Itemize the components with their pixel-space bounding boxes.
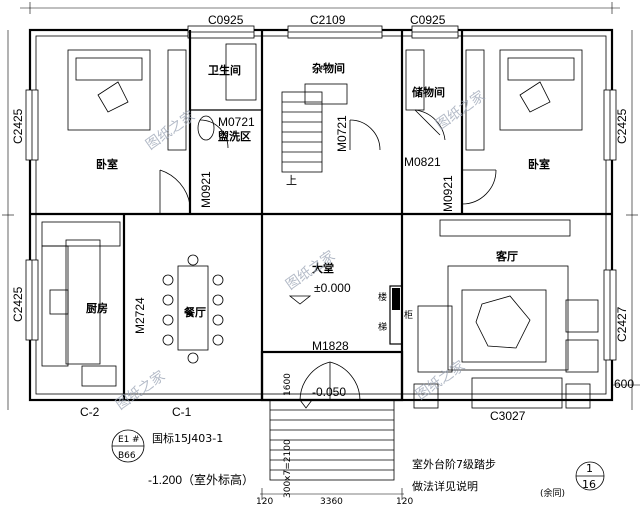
standard-note: 国标15J403-1 xyxy=(152,431,223,445)
steps-note: 室外台阶7级踏步 xyxy=(412,457,496,471)
room-laundry: 盥洗区 xyxy=(218,129,251,143)
door-storage-label: M0721 xyxy=(335,115,349,152)
right-window-lower: C2427 xyxy=(615,306,629,342)
detail-ref-bottom: B66 xyxy=(118,451,136,461)
watermark-4: 图纸之家 xyxy=(113,367,169,413)
top-window-center: C2109 xyxy=(310,13,346,27)
room-bedroom-right: 卧室 xyxy=(528,157,550,171)
steps-note-2: 做法详见说明 xyxy=(412,479,478,493)
furniture xyxy=(41,43,599,409)
stair-text-a: 楼 xyxy=(378,291,387,303)
door-main-label: M1828 xyxy=(312,339,349,353)
door-kitchen-label: M2724 xyxy=(133,297,147,334)
left-window-upper: C2425 xyxy=(11,108,25,144)
step-spec-label: 300x7=2100 xyxy=(283,439,293,498)
kitchen-window-label: C-2 xyxy=(80,405,100,419)
section-den: 16 xyxy=(582,478,596,491)
stair-text-c: 柜 xyxy=(404,309,413,321)
porch-level-mark xyxy=(299,399,313,409)
detail-ref-top: E1 xyxy=(118,435,129,445)
top-window-left: C0925 xyxy=(208,13,244,27)
porch-left-label: 120 xyxy=(256,497,273,507)
room-living: 客厅 xyxy=(495,249,518,263)
interior-walls xyxy=(30,30,612,400)
detail-ref-top-sub: # xyxy=(132,435,140,445)
outdoor-level: -1.200（室外标高） xyxy=(148,472,254,487)
stair-block xyxy=(281,83,403,345)
top-window-right: C0925 xyxy=(410,13,446,27)
door-right-bed-label: M0921 xyxy=(441,175,455,212)
room-hall: 大堂 xyxy=(312,261,334,275)
room-storage-center: 杂物间 xyxy=(312,61,345,75)
left-window-lower: C2425 xyxy=(11,286,25,322)
stair-up-label: 上 xyxy=(286,174,297,187)
door-right-storage-label: M0821 xyxy=(404,155,441,169)
room-bathroom: 卫生间 xyxy=(208,63,241,77)
right-window-upper: C2425 xyxy=(615,108,629,144)
section-note: (余同) xyxy=(540,487,565,499)
watermark-5: 图纸之家 xyxy=(413,357,469,403)
stair-text-b: 梯 xyxy=(378,321,387,333)
porch-level: -0.050 xyxy=(312,385,346,399)
porch-width-label: 3360 xyxy=(320,497,343,507)
right-600-label: 600 xyxy=(614,377,634,391)
porch-steps xyxy=(260,350,404,500)
room-kitchen: 厨房 xyxy=(86,301,108,315)
hall-level-mark xyxy=(288,295,312,305)
dining-window-label: C-1 xyxy=(172,405,192,419)
section-num: 1 xyxy=(586,462,593,475)
living-window-label: C3027 xyxy=(490,409,526,423)
dimension-lines xyxy=(2,2,640,410)
room-bedroom-left: 卧室 xyxy=(96,157,118,171)
door-bath-label: M0721 xyxy=(218,115,255,129)
door-left-bed-label: M0921 xyxy=(199,171,213,208)
porch-right-label: 120 xyxy=(396,497,413,507)
room-storage-right: 储物间 xyxy=(412,85,445,99)
door-swings xyxy=(159,109,497,401)
room-dining: 餐厅 xyxy=(183,305,206,319)
porch-depth-label: 1600 xyxy=(283,373,293,396)
hall-level: ±0.000 xyxy=(314,281,351,295)
